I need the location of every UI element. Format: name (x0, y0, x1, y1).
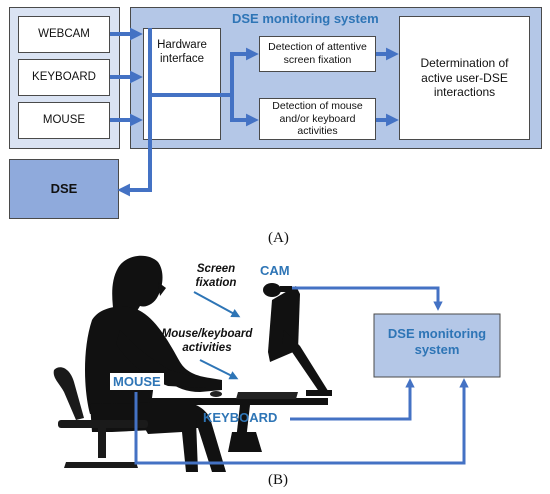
annotation-arrows (193, 291, 241, 380)
monitor (268, 286, 332, 396)
hardware-interface-box: Hardware interface (143, 28, 221, 140)
keyboard-device (236, 392, 298, 399)
hardware-interface-label: Hardware interface (157, 39, 207, 65)
mouse-to-monitoring-arrow (134, 378, 469, 465)
detection-fixation-box: Detection of attentive screen fixation (259, 36, 376, 72)
screen-fixation-label: Screen fixation (195, 263, 237, 289)
interface-to-dse-arrow (117, 28, 152, 197)
cam-to-monitoring-arrow (292, 286, 443, 311)
mouse-label: MOUSE (110, 373, 164, 390)
caption-a: (A) (268, 230, 289, 246)
office-chair (53, 367, 148, 468)
activities-arrow (199, 359, 239, 380)
panel-b-arrows (134, 286, 469, 465)
monitoring-system-box (373, 313, 501, 378)
webcam-box: WEBCAM (18, 16, 110, 53)
mouse-box: MOUSE (18, 102, 110, 139)
detection-activity-box: Detection of mouse and/or keyboard activ… (259, 98, 376, 140)
dse-box: DSE (9, 159, 119, 219)
keyboard-box: KEYBOARD (18, 59, 110, 96)
split-to-activity-arrow (230, 95, 259, 127)
mouse-device (210, 391, 222, 397)
keyboard-to-monitoring-arrow (290, 378, 415, 421)
determination-box: Determination of active user-DSE interac… (399, 16, 530, 140)
cam-label: CAM (260, 263, 290, 278)
dse-monitoring-system-title: DSE monitoring system (232, 11, 379, 26)
caption-b: (B) (268, 472, 288, 488)
monitoring-system-label: DSE monitoring system (387, 326, 487, 358)
webcam (263, 283, 292, 297)
mouse-keyboard-activities-label: Mouse/keyboard activities (161, 328, 253, 354)
screen-fixation-arrow (193, 291, 241, 318)
keyboard-label: KEYBOARD (203, 410, 278, 425)
desk (150, 398, 328, 452)
panel-a-arrows (110, 27, 399, 197)
split-to-fixation-arrow (230, 47, 259, 95)
